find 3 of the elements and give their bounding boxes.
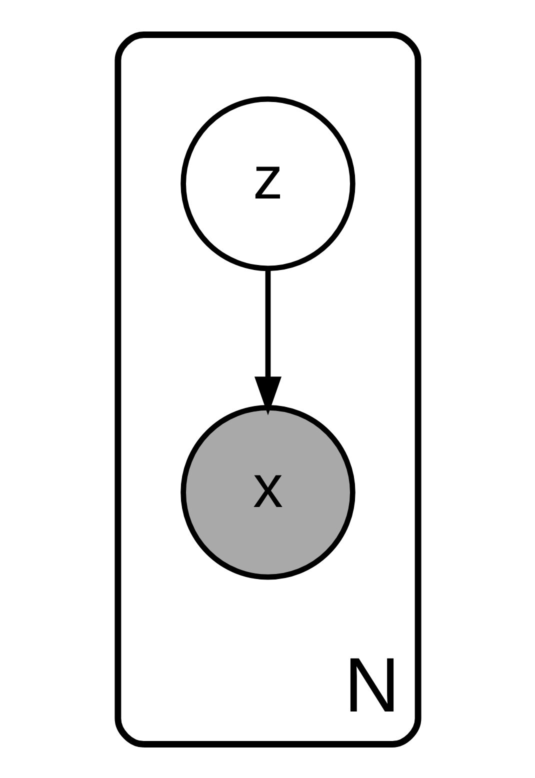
node-circle: z	[180, 96, 355, 271]
arrow	[254, 268, 282, 415]
node-circle: x	[180, 404, 355, 580]
